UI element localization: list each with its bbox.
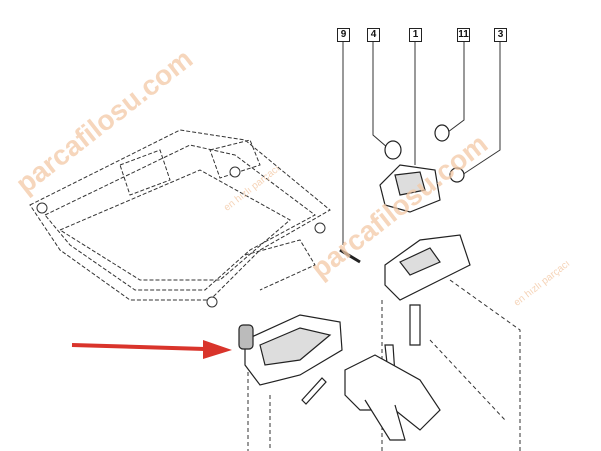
callout-4: 4: [367, 28, 380, 42]
subframe-mounts: [36, 166, 326, 308]
callout-1: 1: [409, 28, 422, 42]
callout-3: 3: [494, 28, 507, 42]
callout-11: 11: [457, 28, 470, 42]
transmission-mount-bracket: [238, 314, 343, 405]
subframe: [29, 129, 331, 301]
callout-lines: [342, 42, 501, 245]
leader-lines: [247, 279, 521, 451]
red-arrow-indicator: [71, 340, 232, 359]
callout-9: 9: [337, 28, 350, 42]
engine-mount-assembly: [339, 124, 471, 441]
